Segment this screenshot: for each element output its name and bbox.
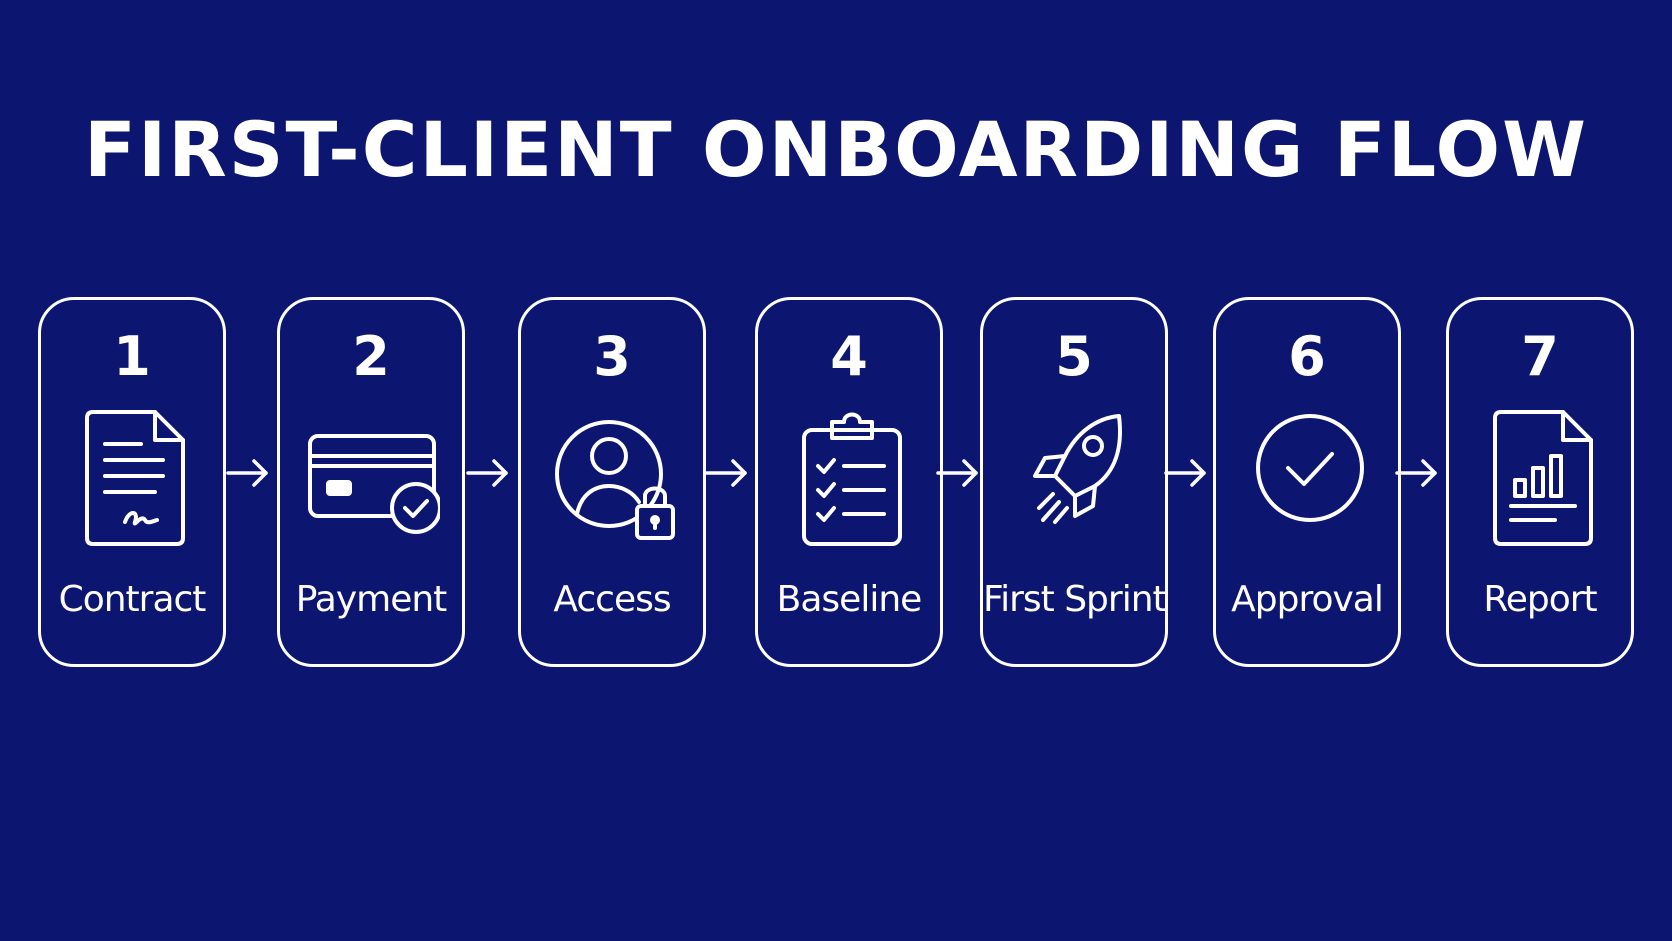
clipboard-checklist-icon <box>802 410 902 550</box>
signed-document-icon <box>85 410 185 550</box>
arrow-right-icon <box>705 457 749 489</box>
step-first-sprint: 5 First Sprint <box>980 297 1168 667</box>
arrow-right-icon <box>466 457 510 489</box>
step-contract: 1 Contract <box>38 297 226 667</box>
arrow-right-icon <box>1164 457 1208 489</box>
step-approval: 6 Approval <box>1213 297 1401 667</box>
arrow-right-icon <box>226 457 270 489</box>
step-number: 1 <box>113 325 151 388</box>
step-label: Contract <box>58 579 207 620</box>
user-lock-icon <box>555 410 679 550</box>
credit-card-check-icon <box>308 410 440 550</box>
page-title: FIRST-CLIENT ONBOARDING FLOW <box>84 105 1588 194</box>
arrow-right-icon <box>936 457 980 489</box>
arrow-right-icon <box>1395 457 1439 489</box>
step-label: Baseline <box>776 579 923 620</box>
step-number: 6 <box>1288 325 1326 388</box>
check-circle-icon <box>1252 410 1368 550</box>
step-report: 7 Report <box>1446 297 1634 667</box>
step-number: 3 <box>593 325 631 388</box>
bar-chart-report-icon <box>1493 410 1593 550</box>
step-baseline: 4 Baseline <box>755 297 943 667</box>
step-number: 4 <box>830 325 868 388</box>
step-label: Access <box>553 579 671 620</box>
step-payment: 2 Payment <box>277 297 465 667</box>
step-number: 7 <box>1521 325 1559 388</box>
step-label: First Sprint <box>983 579 1167 620</box>
step-label: Payment <box>295 579 448 620</box>
rocket-icon <box>1027 410 1127 550</box>
step-number: 2 <box>352 325 390 388</box>
step-number: 5 <box>1055 325 1093 388</box>
step-access: 3 Access <box>518 297 706 667</box>
step-label: Approval <box>1231 579 1384 620</box>
step-label: Report <box>1483 579 1597 620</box>
